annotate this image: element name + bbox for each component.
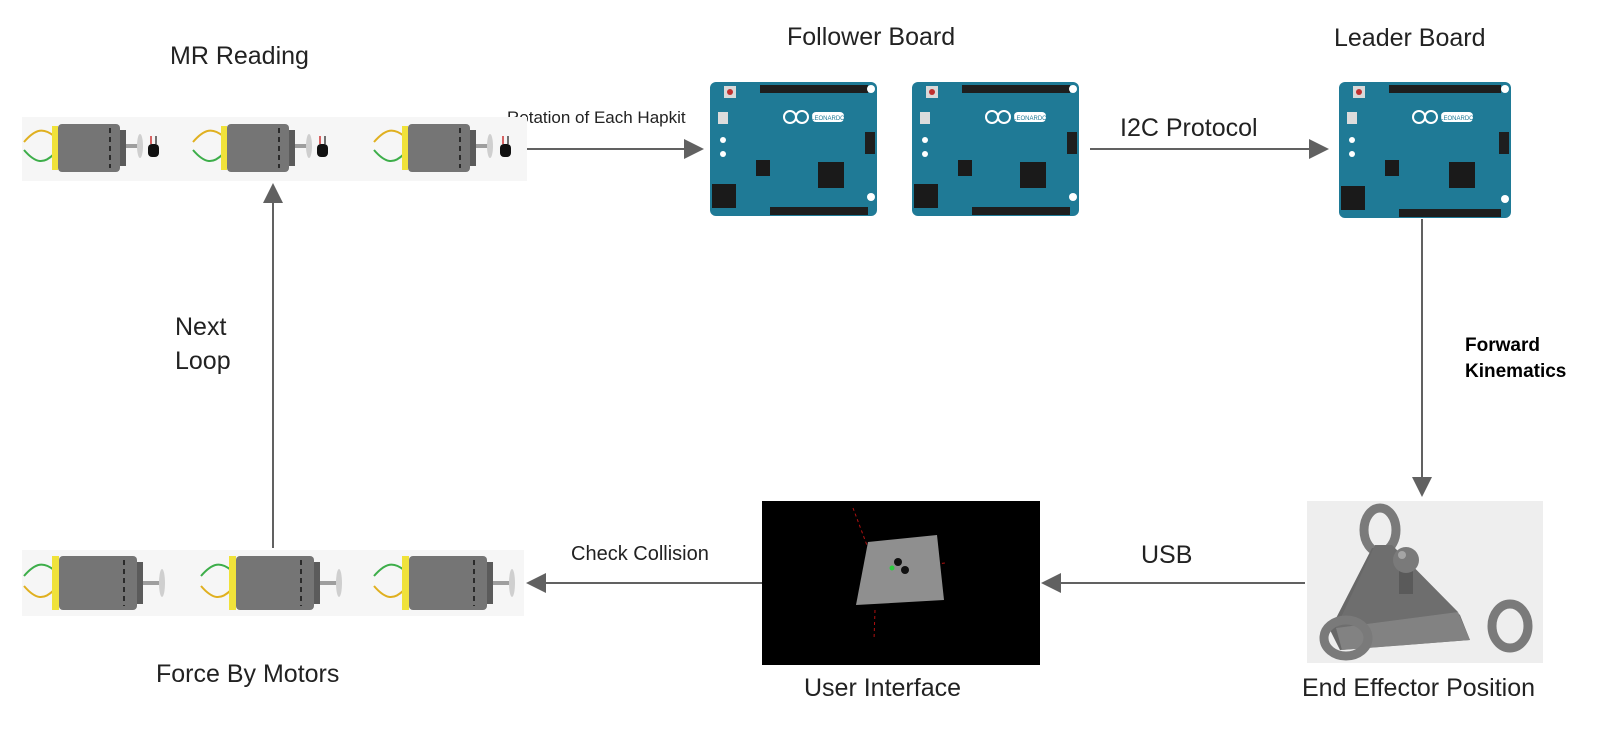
mr-sensor-icon [500, 136, 511, 157]
dc-motor-icon [23, 556, 165, 610]
forward-kinematics-line-1: Forward [1465, 335, 1540, 356]
end-effector-ball [1393, 547, 1419, 573]
i2c-label: I2C Protocol [1120, 114, 1258, 142]
dc-motor-icon [373, 556, 515, 610]
mr-sensor-icon [317, 136, 328, 157]
mr-reading-label: MR Reading [170, 42, 309, 70]
dc-motor-icon [200, 556, 342, 610]
ui-axis-line [852, 507, 869, 549]
end-effector-post [1399, 568, 1413, 594]
arduino-board-icon: LEONARDO [710, 82, 877, 216]
end-effector-label: End Effector Position [1302, 674, 1536, 702]
board-model-text: LEONARDO [1440, 116, 1474, 122]
ui-axis-line [873, 609, 876, 641]
dc-motor-icon [23, 124, 143, 172]
mr-sensor-icon [148, 136, 159, 157]
dc-motor-icon [192, 124, 312, 172]
end-effector-ring [1319, 615, 1373, 661]
follower-board-label: Follower Board [787, 23, 956, 51]
force-by-motors-label: Force By Motors [156, 660, 340, 688]
leader-board-label: Leader Board [1334, 24, 1486, 52]
end-effector-ball-highlight [1398, 551, 1406, 559]
arduino-board-icon: LEONARDO [1339, 82, 1511, 218]
usb-label: USB [1141, 541, 1193, 569]
ui-marker-dot [894, 558, 902, 566]
check-collision-label: Check Collision [571, 543, 709, 565]
dc-motor-icon [373, 124, 493, 172]
forward-kinematics-line-2: Kinematics [1465, 361, 1567, 382]
board-model-text: LEONARDO [1013, 116, 1047, 122]
ui-marker-dot-green [889, 565, 895, 571]
arduino-board-icon: LEONARDO [912, 82, 1079, 216]
end-effector-top [1336, 545, 1458, 628]
ui-marker-dot [901, 566, 909, 574]
next-loop-line-1: Next [175, 313, 227, 341]
rotation-label: Rotation of Each Hapkit [507, 108, 686, 127]
next-loop-label: Next Loop [175, 310, 231, 378]
next-loop-line-2: Loop [175, 347, 231, 375]
end-effector-ring [1487, 599, 1533, 653]
ui-plate [856, 535, 944, 605]
board-model-text: LEONARDO [811, 116, 845, 122]
user-interface-label: User Interface [804, 674, 962, 702]
forward-kinematics-label: Forward Kinematics [1465, 333, 1566, 385]
